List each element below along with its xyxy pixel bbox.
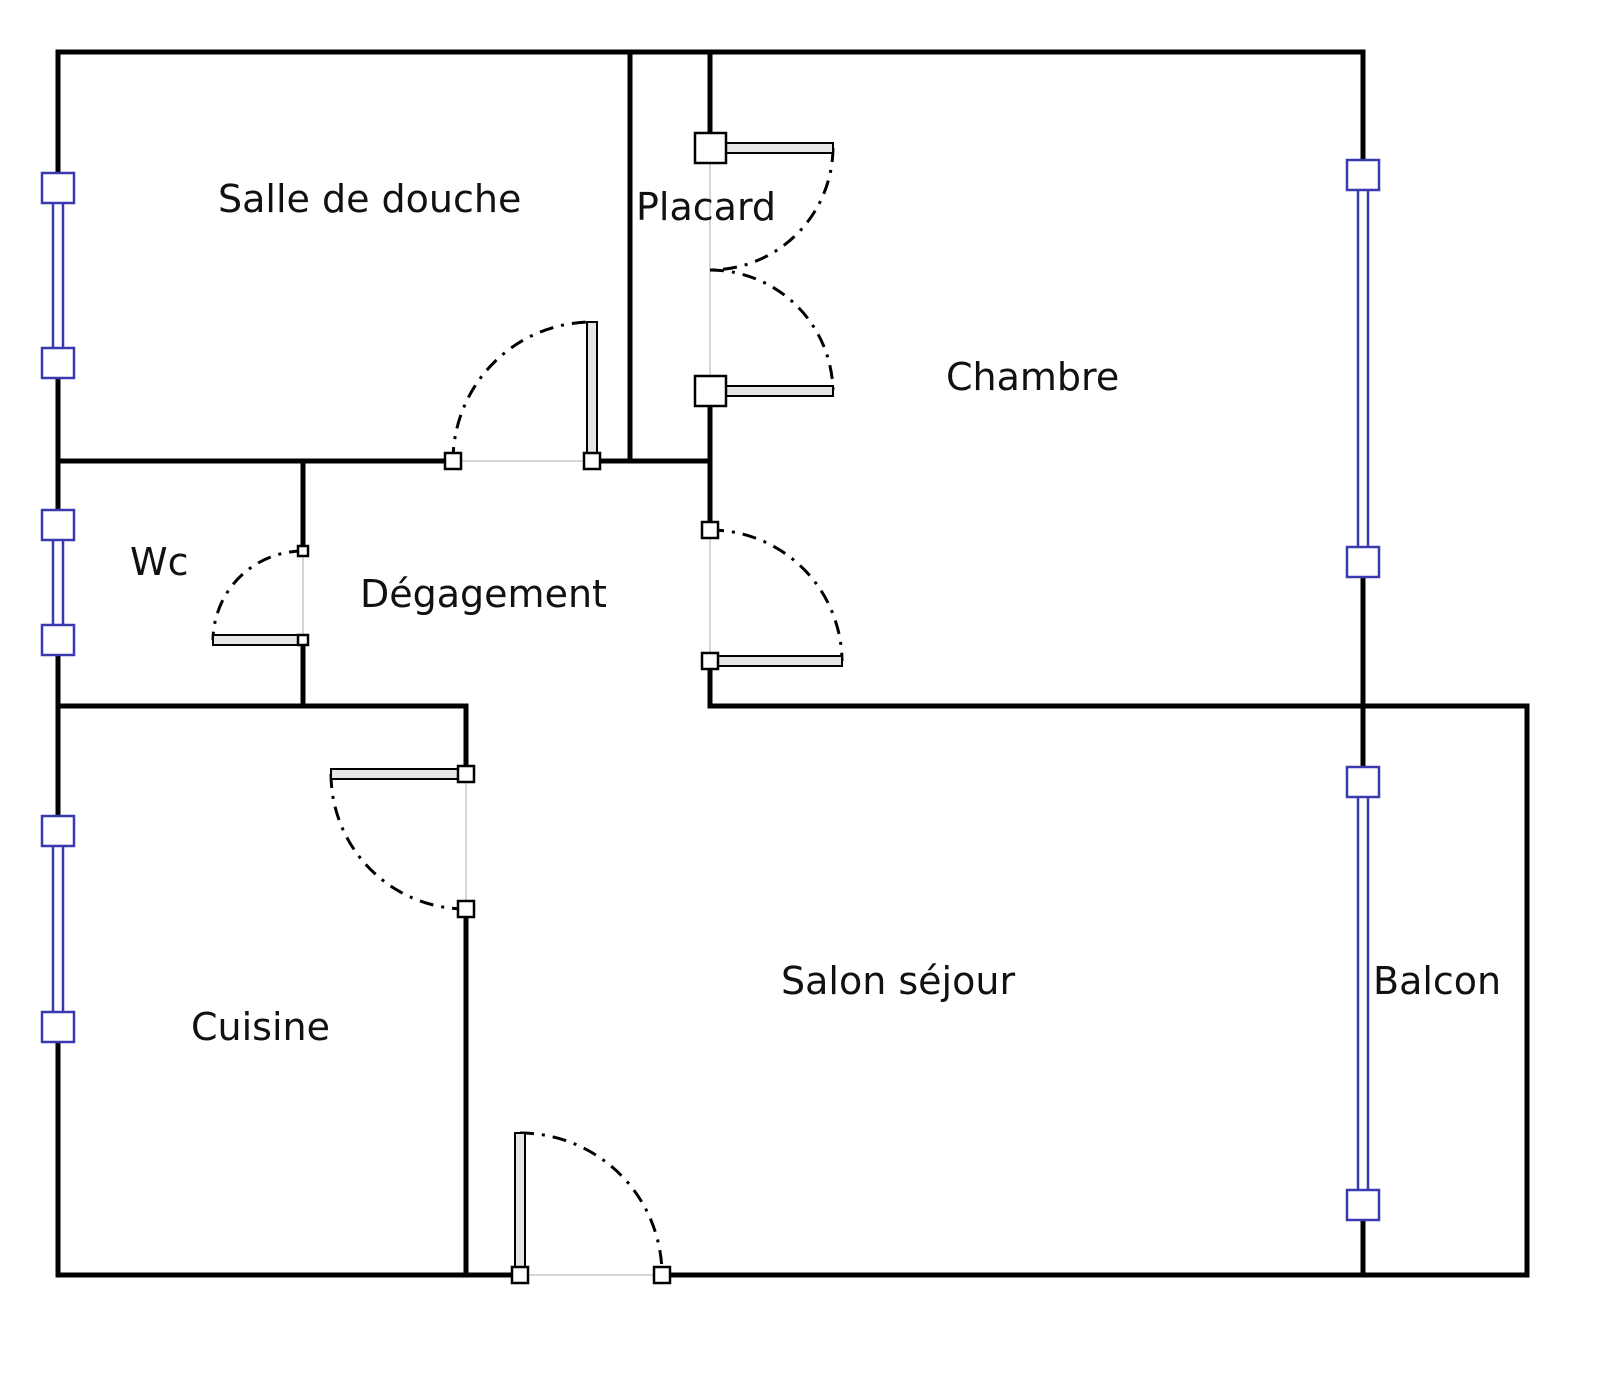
window-salon-balcon (1345, 765, 1381, 1222)
label-salon-sejour: Salon séjour (781, 959, 1015, 1003)
label-degagement: Dégagement (360, 572, 607, 616)
door-wc (211, 544, 310, 647)
door-placard (693, 131, 835, 408)
label-chambre: Chambre (946, 355, 1119, 399)
door-chambre (700, 520, 844, 671)
label-wc: Wc (130, 540, 188, 584)
windows (40, 158, 1381, 1222)
door-cuisine (329, 764, 476, 919)
window-chambre (1345, 158, 1381, 579)
label-cuisine: Cuisine (191, 1005, 330, 1049)
window-wc (40, 508, 76, 657)
window-cuisine (40, 814, 76, 1044)
door-entree (510, 1131, 672, 1285)
room-labels: Salle de douche Placard Chambre Wc Dégag… (130, 177, 1501, 1049)
window-douche (40, 171, 76, 380)
label-balcon: Balcon (1373, 959, 1501, 1003)
doors (211, 131, 844, 1285)
label-placard: Placard (636, 185, 776, 229)
label-salle-de-douche: Salle de douche (218, 177, 521, 221)
door-salle-de-douche (443, 320, 602, 471)
